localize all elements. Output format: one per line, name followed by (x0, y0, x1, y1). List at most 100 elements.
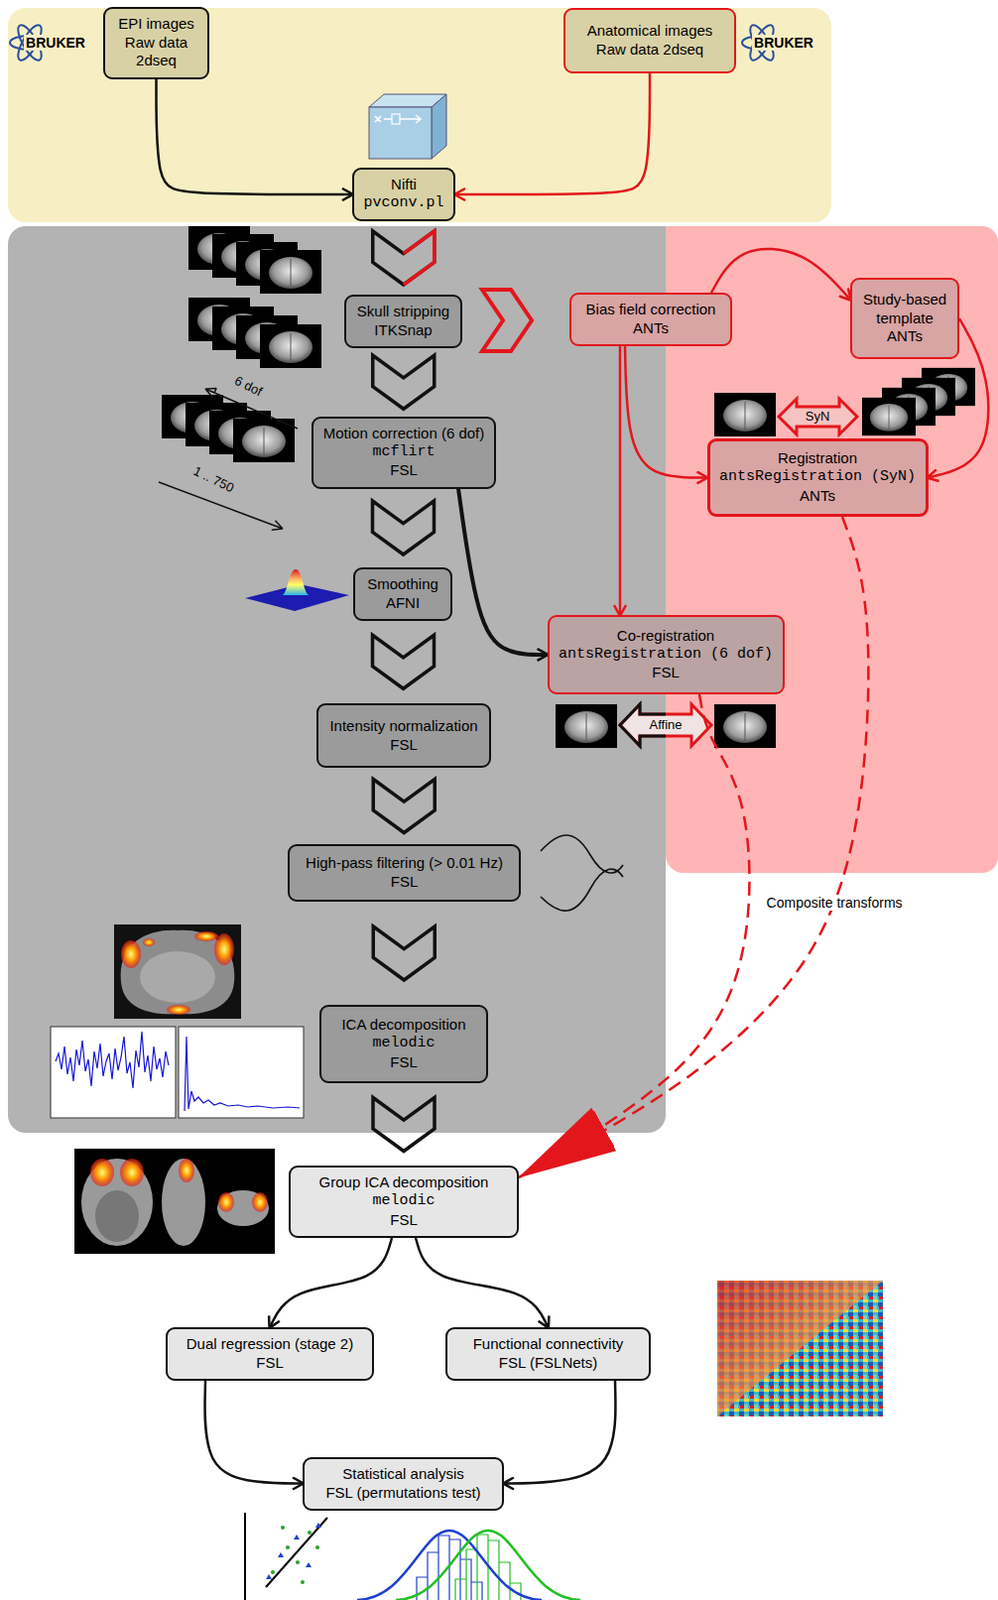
group-process-box: Group ICA decompositionmelodicFSL (288, 1165, 519, 1239)
flow-arrow (205, 1380, 303, 1485)
step-title: Study-based template (858, 290, 952, 329)
flow-arrow (415, 1238, 549, 1328)
anatomical-process-box: Study-based templateANTs (850, 277, 960, 360)
process-box: Co-registrationantsRegistration (6 dof)F… (547, 615, 785, 695)
affine-illustration (555, 704, 776, 749)
flow-arrow (269, 1238, 392, 1328)
connector-line (156, 79, 354, 196)
regression-line (265, 1517, 328, 1588)
wave (540, 835, 624, 874)
cube-side (431, 94, 447, 159)
brain-slice (139, 951, 216, 1003)
time-course-plot (50, 1026, 176, 1119)
data-point (280, 1525, 285, 1530)
process-box: SmoothingAFNI (353, 567, 453, 622)
connector-line (503, 1380, 616, 1485)
motion-stack (158, 387, 298, 530)
transform-label: Affine (646, 718, 684, 734)
tool-name: FSL (permutations test) (325, 1484, 481, 1503)
tool-name: FSL (651, 663, 680, 683)
activation-blob (142, 938, 155, 947)
connector-line (619, 346, 623, 616)
power-spectrum-plot (178, 1026, 304, 1119)
step-title: Registration (777, 449, 858, 469)
converter-icon (369, 94, 447, 159)
coronal-view (217, 1190, 269, 1227)
logo-text: BRUKER (23, 34, 88, 51)
activation-blob (166, 1004, 191, 1015)
cube-front (369, 107, 432, 159)
activation-blob (121, 940, 141, 969)
kernel-peak (281, 569, 310, 596)
data-point (285, 1545, 290, 1550)
chevron (373, 355, 435, 409)
data-point (295, 1560, 300, 1565)
process-box: High-pass filtering (> 0.01 Hz)FSL (287, 844, 521, 902)
activation-blob (120, 1158, 144, 1187)
brain-frame (714, 392, 776, 437)
matrix-triangle (717, 1280, 883, 1417)
edge-label: Composite transforms (764, 894, 905, 911)
chevron (373, 1098, 435, 1152)
connectivity-matrix (717, 1280, 883, 1417)
statistics-illustration (245, 1512, 581, 1600)
step-title: ICA decomposition (341, 1015, 466, 1035)
distribution-curve (395, 1530, 581, 1600)
chevron (373, 779, 435, 834)
chevron-arrow (482, 289, 532, 352)
connector-line (269, 1238, 392, 1328)
brain-frame (259, 249, 322, 294)
activation-blob (218, 1192, 235, 1213)
step-title: Skull stripping (357, 302, 450, 322)
connector-line (455, 73, 650, 195)
activation-blob (90, 1158, 115, 1187)
step-title: Motion correction (6 dof) (323, 424, 486, 444)
chevron-arrow (373, 231, 435, 285)
data-source-box: Anatomical images Raw data 2dseq (563, 7, 737, 74)
chevron (373, 634, 435, 689)
flow-arrow (503, 1380, 616, 1485)
data-point (305, 1562, 312, 1568)
chevron-arrow (373, 355, 435, 409)
connector-line (415, 1238, 549, 1328)
step-title: Functional connectivity (473, 1335, 624, 1355)
chevron-arrow (373, 779, 435, 834)
conversion-box: Niftipvconv.pl (352, 167, 456, 222)
tool-name: mcflirt (372, 443, 435, 463)
axis (244, 1512, 247, 1600)
chevron-arrow (373, 926, 435, 981)
step-title: EPI images Raw data 2dseq (111, 14, 202, 71)
stripped-stack (188, 297, 322, 369)
connector-line (624, 346, 708, 479)
activation-blob (194, 931, 219, 942)
epi-stack (188, 226, 322, 294)
brain-frame (555, 704, 618, 749)
plot-frame (178, 1026, 304, 1119)
matrix-triangle (717, 1280, 883, 1417)
logo-text: BRUKER (751, 34, 816, 51)
process-box: ICA decompositionmelodicFSL (319, 1004, 489, 1084)
anatomical-process-box: Bias field correctionANTs (569, 292, 733, 347)
data-point (315, 1522, 322, 1528)
convert-glyph (374, 115, 421, 124)
data-point (265, 1574, 272, 1580)
brain-frame (862, 397, 916, 436)
transform-arrow (518, 516, 869, 1178)
double-arrow (620, 704, 712, 747)
data-source-box: EPI images Raw data 2dseq (103, 6, 210, 80)
group-process-box: Statistical analysisFSL (permutations te… (302, 1457, 504, 1511)
flow-arrow (620, 346, 622, 616)
ica-component-map (114, 924, 242, 1019)
step-title: Dual regression (stage 2) (186, 1335, 354, 1355)
tool-name: ANTs (799, 487, 836, 506)
matrix (717, 1280, 883, 1417)
connector-line (205, 1380, 303, 1485)
syn-illustration (714, 368, 976, 437)
step-title: Co-registration (617, 626, 715, 646)
brain-frame (714, 704, 776, 749)
tool-name: FSL (389, 461, 418, 481)
activation-blob (251, 1192, 268, 1213)
convert-glyph (391, 114, 400, 125)
group-component-map (74, 1148, 275, 1254)
chevron-arrow (373, 634, 435, 689)
